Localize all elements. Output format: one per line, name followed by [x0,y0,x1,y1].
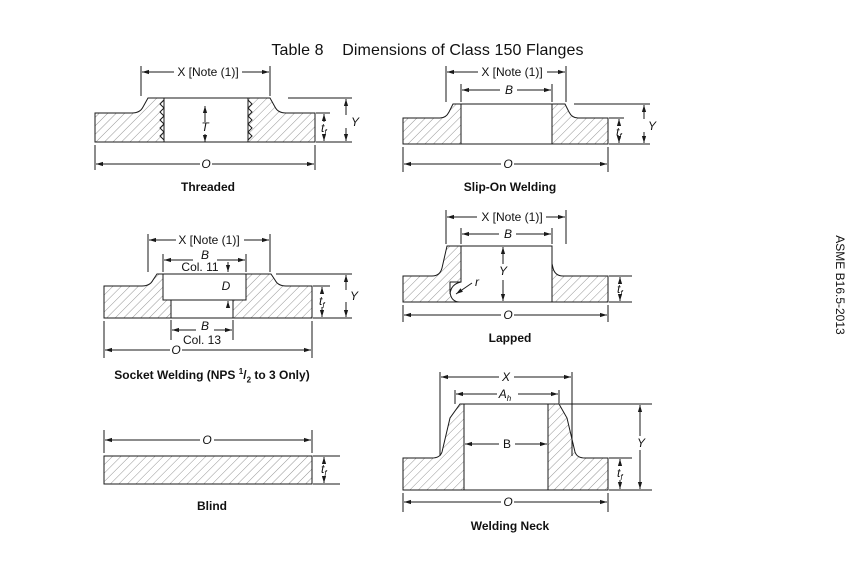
caption-welding-neck: Welding Neck [470,519,550,533]
socket-b13-label: B [201,319,209,333]
socket-tf-label: tf [319,294,325,310]
socket-b11-label: B [201,248,209,262]
slipon-o-label: O [503,157,512,171]
table-title: Table 8 Dimensions of Class 150 Flanges [0,42,855,60]
threaded-t-label: T [201,120,210,134]
lapped-o-label: O [503,308,512,322]
blind-flange [103,430,340,485]
lapped-flange [402,210,632,322]
welding-neck-flange [402,372,652,512]
wn-o-label: O [503,495,512,509]
blind-o-label: O [202,433,211,447]
caption-slip-on: Slip-On Welding [463,180,557,194]
socket-x-label: X [Note (1)] [178,233,239,247]
slipon-b-label: B [505,83,513,97]
lapped-tf-label: tf [617,282,623,298]
caption-blind: Blind [197,499,227,513]
socket-welding-flange [103,234,352,358]
caption-threaded: Threaded [180,180,235,194]
socket-d-label: D [222,279,231,293]
socket-col11-label: Col. 11 [181,260,218,274]
caption-lapped: Lapped [488,331,532,345]
lapped-b-label: B [504,227,512,241]
slipon-y-label: Y [648,119,657,133]
socket-col13-label: Col. 13 [183,333,221,347]
blind-tf-label: tf [321,462,327,478]
lapped-y-label: Y [499,264,508,278]
socket-o-label: O [171,343,180,357]
slipon-tf-label: tf [616,125,622,141]
threaded-flange [94,66,352,170]
lapped-r-label: r [475,275,480,289]
table-number: Table 8 [271,42,324,59]
lapped-x-label: X [Note (1)] [481,210,542,224]
slip-on-flange [402,66,650,172]
wn-y-label: Y [637,436,646,450]
threaded-tf-label: tf [321,121,327,137]
slipon-x-label: X [Note (1)] [481,65,542,79]
wn-ah-label: Ah [498,387,512,403]
caption-socket-welding: Socket Welding (NPS 1/2 to 3 Only) [114,367,310,385]
wn-tf-label: tf [617,466,623,482]
threaded-x-label: X [Note (1)] [177,65,238,79]
threaded-o-label: O [201,157,210,171]
socket-y-label: Y [350,289,359,303]
wn-x-label: X [501,370,511,384]
threaded-y-label: Y [351,115,360,129]
wn-b-label: B [503,437,511,451]
table-heading: Dimensions of Class 150 Flanges [342,42,584,59]
